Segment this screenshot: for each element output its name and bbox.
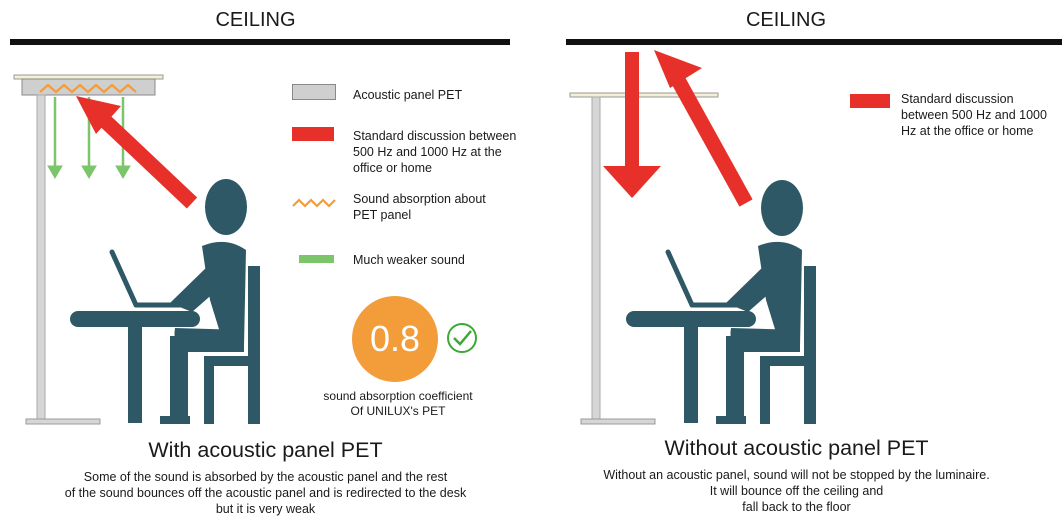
right-panel-without-panel: CEILING Standard discussion between 500 … (531, 0, 1062, 520)
description-line: fall back to the floor (742, 500, 851, 514)
description-line: Some of the sound is absorbed by the aco… (83, 470, 448, 484)
left-panel-with-panel: CEILING Acoustic panel PET Standard disc… (0, 9, 531, 517)
red-sound-swatch-icon (850, 94, 890, 108)
description-line: Without an acoustic panel, sound will no… (603, 468, 990, 482)
check-icon (447, 323, 477, 353)
person-at-desk (70, 179, 260, 424)
lamp-pole (36, 94, 46, 421)
legend-item-weaker-sound: Much weaker sound (353, 253, 465, 267)
ceiling-label: CEILING (215, 9, 296, 31)
right-description: Without an acoustic panel, sound will no… (531, 467, 1062, 515)
ceiling-bar (10, 39, 510, 45)
coefficient-badge: 0.8 (352, 296, 438, 382)
legend-item-standard-discussion: Standard discussion between 500 Hz and 1… (353, 129, 517, 175)
red-sound-arrow (76, 96, 198, 209)
left-description: Some of the sound is absorbed by the aco… (0, 469, 531, 517)
red-sound-swatch-icon (292, 127, 334, 141)
legend-item-standard-discussion: Standard discussion between 500 Hz and 1… (901, 92, 1047, 138)
green-swatch-icon (299, 255, 334, 263)
legend-item-acoustic-panel: Acoustic panel PET (353, 88, 463, 102)
zigzag-icon (292, 198, 336, 208)
right-scene (566, 39, 1062, 425)
left-scene (10, 39, 510, 425)
lamp-base (580, 418, 656, 425)
left-title: With acoustic panel PET (148, 438, 383, 462)
description-line: of the sound bounces off the acoustic pa… (64, 486, 467, 500)
rising-sound-arrow (654, 50, 753, 207)
description-line: It will bounce off the ceiling and (709, 484, 884, 498)
lamp-pole (591, 96, 601, 423)
acoustic-panel-swatch-icon (292, 84, 336, 100)
legend-item-sound-absorption: Sound absorption about PET panel (353, 192, 486, 222)
falling-sound-arrow (603, 52, 661, 198)
right-title: Without acoustic panel PET (664, 436, 929, 460)
coefficient-value: 0.8 (369, 318, 421, 359)
coefficient-caption: sound absorption coefficient Of UNILUX's… (323, 389, 473, 418)
description-line: but it is very weak (215, 502, 316, 516)
ceiling-bar (566, 39, 1062, 45)
person-at-desk (626, 180, 816, 424)
floor-lamp (569, 92, 719, 425)
lamp-base (25, 418, 101, 425)
absorption-zigzag (39, 83, 137, 94)
ceiling-label: CEILING (745, 9, 827, 31)
